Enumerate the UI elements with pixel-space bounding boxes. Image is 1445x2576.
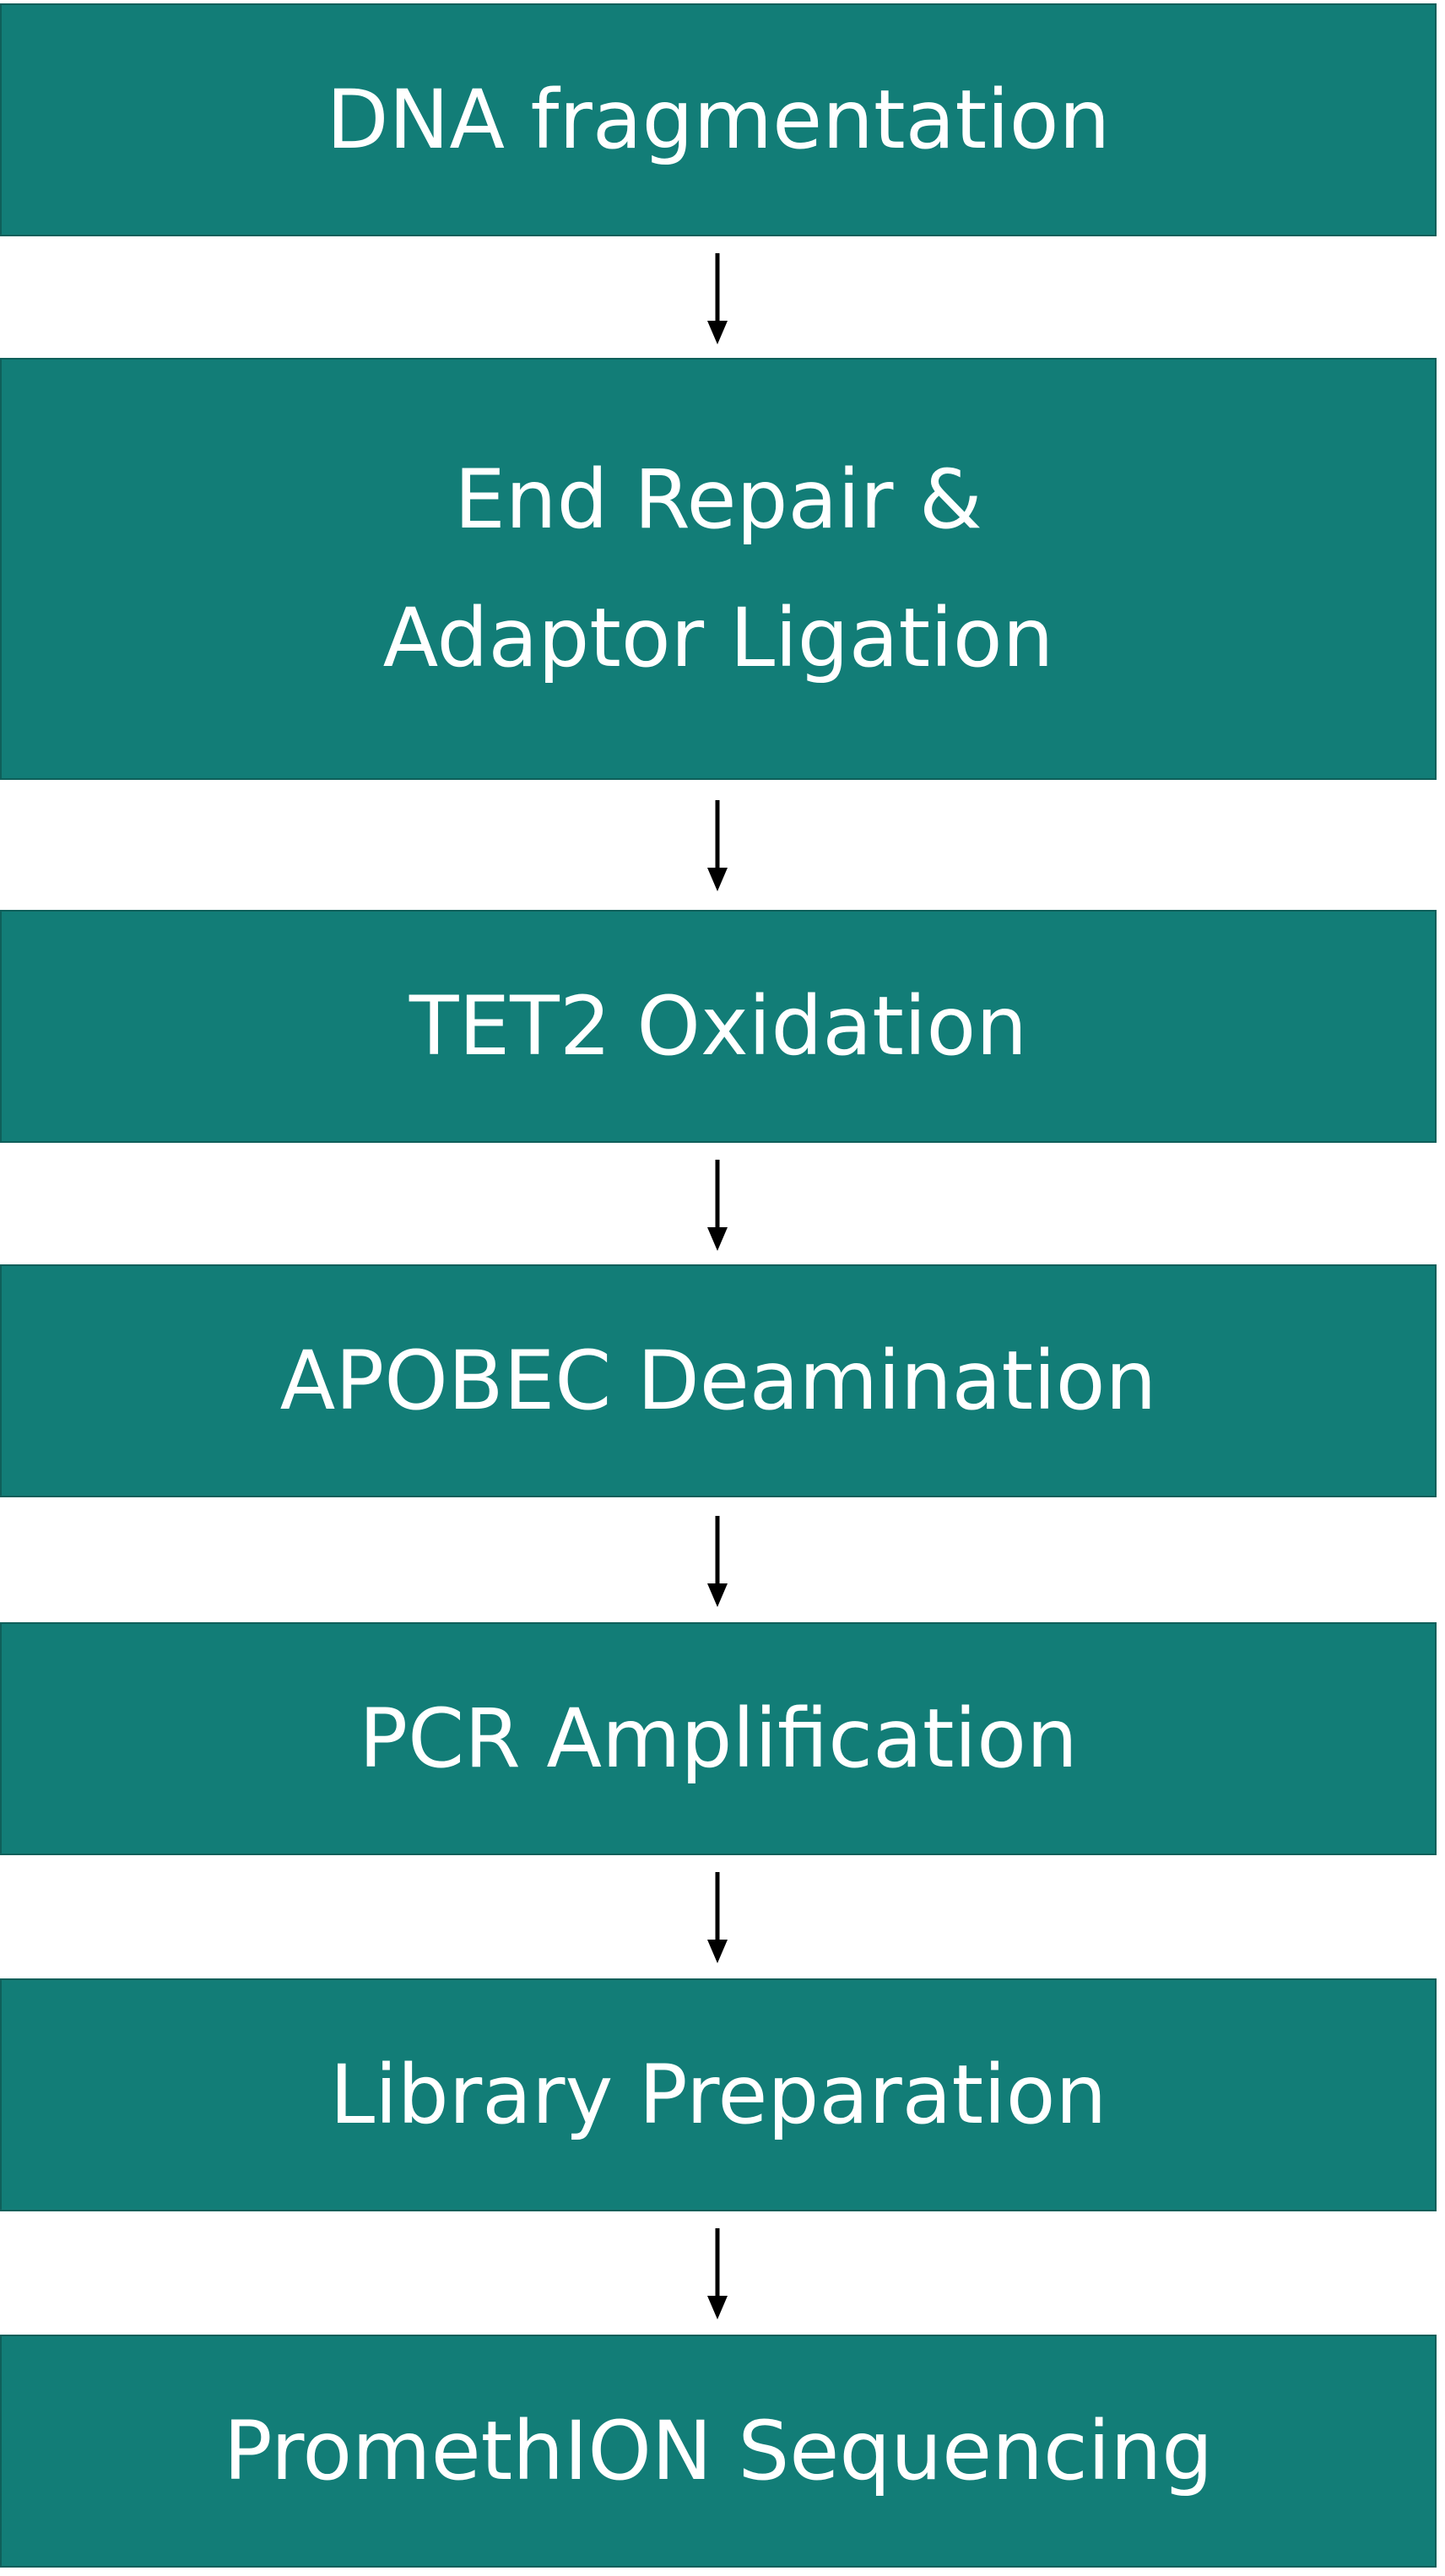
step-end-repair-adaptor-ligation: End Repair & Adaptor Ligation [0,358,1437,780]
step-tet2-oxidation: TET2 Oxidation [0,910,1437,1143]
step-promethion-sequencing: PromethION Sequencing [0,2335,1437,2568]
step-pcr-amplification: PCR Amplification [0,1622,1437,1855]
step-library-preparation: Library Preparation [0,1978,1437,2211]
arrow-down-icon [706,800,729,893]
arrow-down-icon [706,253,729,346]
arrow-down-icon [706,2228,729,2321]
step-dna-fragmentation: DNA fragmentation [0,3,1437,236]
step-apobec-deamination: APOBEC Deamination [0,1264,1437,1497]
arrow-down-icon [706,1160,729,1253]
arrow-down-icon [706,1516,729,1609]
arrow-down-icon [706,1872,729,1965]
